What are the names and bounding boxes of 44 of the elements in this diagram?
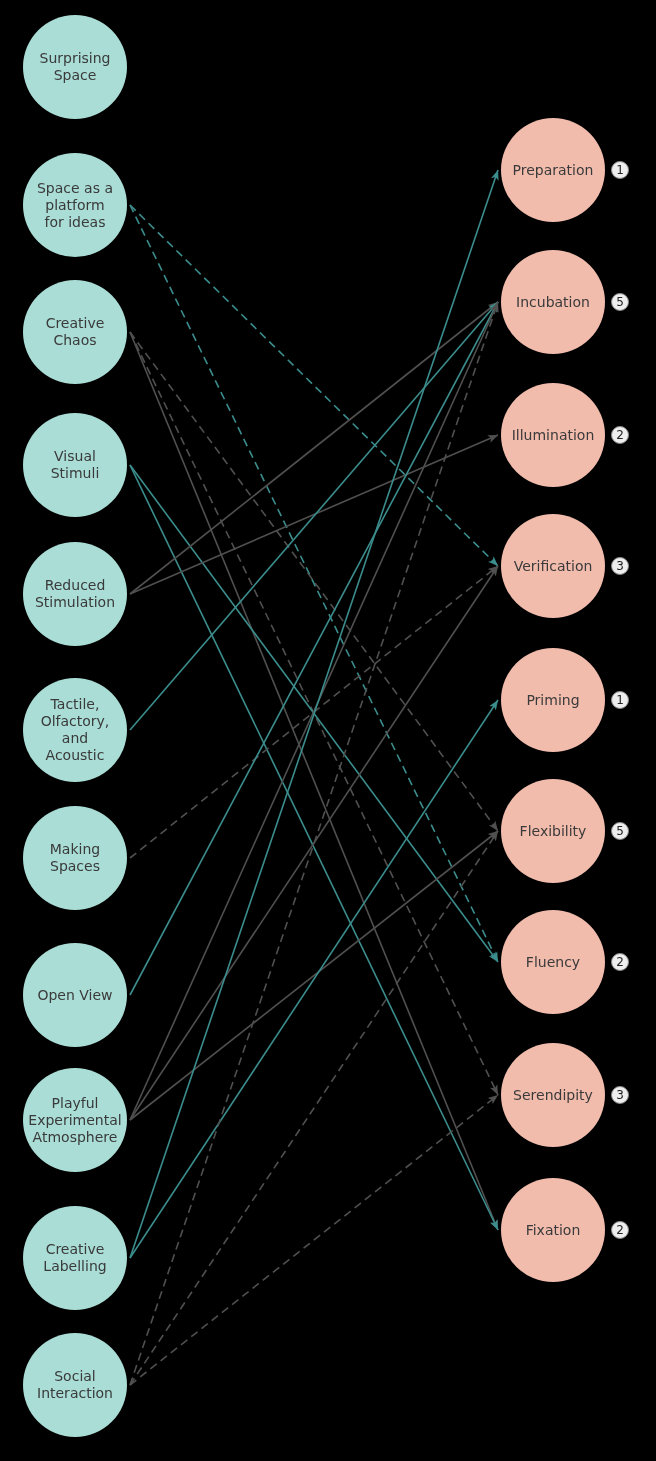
- node-label: Serendipity: [512, 1086, 594, 1104]
- node-label: Verification: [512, 557, 594, 575]
- number-badge: 2: [611, 1221, 629, 1239]
- arrow: [129, 301, 499, 731]
- arrow: [129, 1094, 499, 1386]
- arrow: [129, 565, 499, 859]
- node-label: Tactile, Olfactory, and Acoustic: [39, 696, 111, 764]
- node-label: Playful Experimental Atmosphere: [27, 1094, 123, 1146]
- node-label: Surprising Space: [38, 50, 112, 84]
- arrow: [129, 169, 499, 1259]
- arrow: [129, 331, 499, 832]
- node-label: Fixation: [524, 1221, 582, 1239]
- node-label: Reduced Stimulation: [33, 577, 117, 611]
- node-label: Space as a platform for ideas: [36, 179, 114, 231]
- node-label: Preparation: [511, 161, 595, 179]
- number-badge: 3: [611, 1086, 629, 1104]
- arrow: [129, 699, 499, 1259]
- number-badge: 5: [611, 822, 629, 840]
- arrow: [129, 301, 499, 1386]
- node-label: Flexibility: [518, 822, 588, 840]
- node-label: Illumination: [510, 426, 596, 444]
- number-badge: 3: [611, 557, 629, 575]
- arrow: [129, 565, 499, 1121]
- node-label: Social Interaction: [36, 1368, 114, 1402]
- number-badge: 1: [611, 691, 629, 709]
- number-badge: 1: [611, 161, 629, 179]
- node-label: Visual Stimuli: [49, 448, 101, 482]
- number-badge: 5: [611, 293, 629, 311]
- node-label: Creative Labelling: [42, 1241, 108, 1275]
- number-badge: 2: [611, 426, 629, 444]
- node-label: Creative Chaos: [44, 315, 106, 349]
- number-badge: 2: [611, 953, 629, 971]
- arrow: [129, 434, 499, 595]
- arrow: [129, 204, 499, 567]
- arrow: [129, 301, 499, 595]
- arrow: [129, 830, 499, 1386]
- node-label: Open View: [36, 986, 114, 1004]
- arrow: [129, 830, 499, 1121]
- node-label: Incubation: [515, 293, 591, 311]
- arrow: [129, 204, 499, 963]
- node-label: Making Spaces: [48, 841, 102, 875]
- node-label: Fluency: [524, 953, 582, 971]
- arrow: [129, 464, 499, 963]
- node-label: Priming: [525, 691, 581, 709]
